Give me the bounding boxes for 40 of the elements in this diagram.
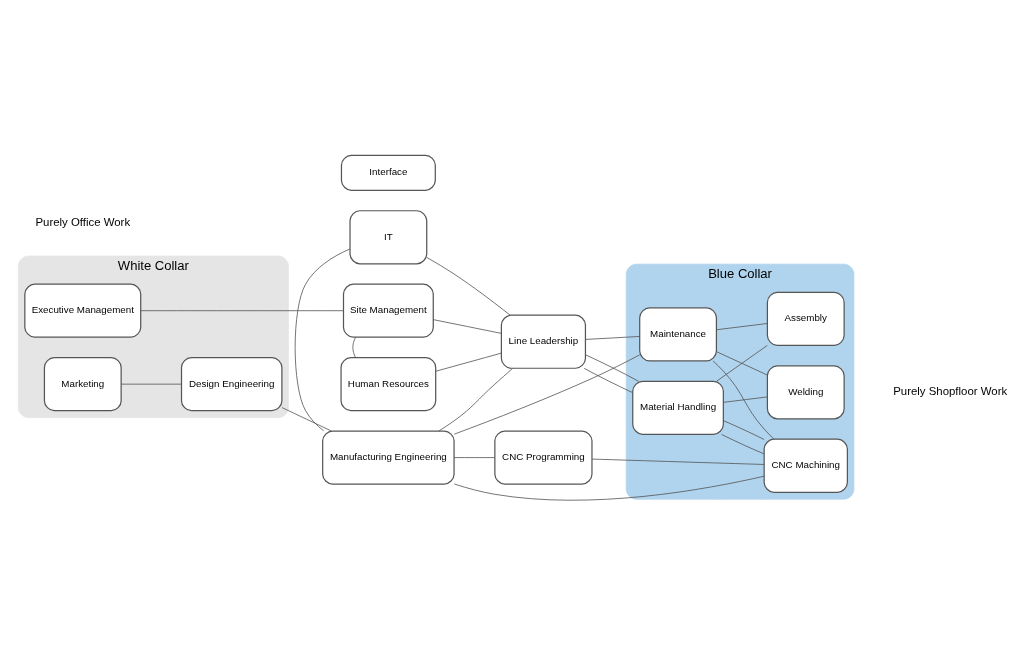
node-box: Site Management — [342, 283, 434, 338]
node-box: Material Handling — [632, 380, 724, 435]
connector — [453, 457, 496, 458]
connector — [585, 354, 639, 382]
connector — [294, 248, 351, 432]
connector — [585, 336, 640, 340]
node-box: IT — [349, 210, 428, 265]
connector — [591, 458, 765, 465]
node-box: CNC Machining — [763, 438, 848, 493]
node-box: CNC Programming — [494, 430, 593, 485]
node-box: Line Leadership — [500, 314, 587, 369]
connector — [453, 475, 765, 501]
connector — [432, 319, 502, 334]
connector — [716, 344, 768, 382]
node-box: Maintenance — [639, 307, 717, 362]
node-box: Assembly — [766, 291, 845, 346]
label: Purely Office Work — [35, 215, 131, 228]
label: Purely Shopfloor Work — [893, 385, 1008, 398]
connector — [438, 368, 513, 432]
node-box: Design Engineering — [180, 357, 283, 412]
connector — [723, 420, 765, 440]
connector — [716, 351, 768, 376]
connector — [453, 354, 641, 435]
connector — [716, 323, 768, 331]
node-box: Interface — [340, 154, 436, 191]
connector — [583, 367, 634, 394]
connector — [435, 352, 502, 372]
connector — [140, 310, 344, 312]
connector — [352, 336, 356, 358]
connector — [721, 434, 765, 455]
connector — [120, 383, 182, 385]
node-box: Welding — [766, 365, 845, 420]
connector — [712, 360, 775, 440]
node-box: Manufacturing Engineering — [322, 430, 455, 485]
connector — [281, 407, 332, 432]
node-box: Marketing — [43, 357, 122, 412]
node-box: Human Resources — [340, 357, 437, 412]
node-box: Executive Management — [24, 283, 142, 338]
connector — [426, 256, 511, 316]
connector — [723, 396, 768, 403]
